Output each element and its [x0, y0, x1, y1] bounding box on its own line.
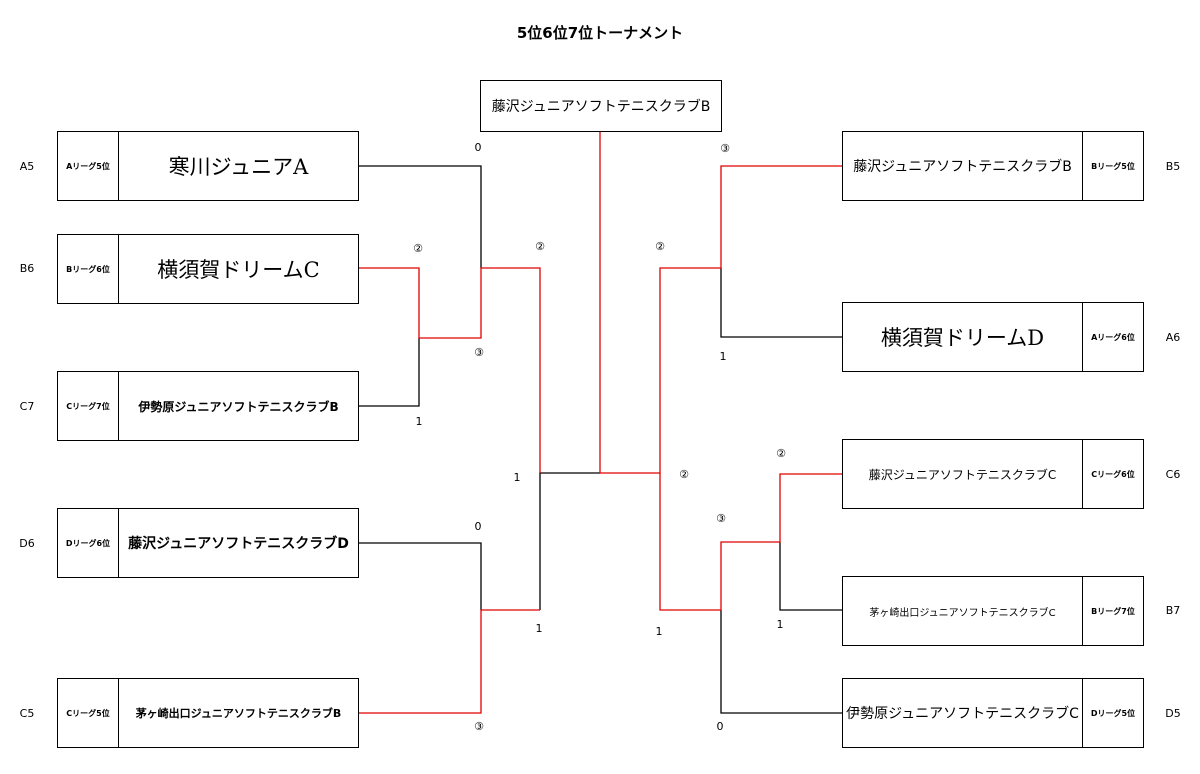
score-right-r1-winner: ③ — [716, 512, 726, 525]
score-right-semi2: 1 — [655, 625, 663, 638]
score-d6: 0 — [474, 520, 482, 533]
rank-label: Bリーグ6位 — [58, 235, 119, 303]
bracket-lines-red — [358, 131, 842, 714]
team-name: 伊勢原ジュニアソフトテニスクラブC — [846, 706, 1079, 722]
score-a6: 1 — [719, 350, 727, 363]
score-left-r1-bottom: 1 — [535, 622, 543, 635]
score-final-right: ② — [679, 468, 689, 481]
score-left-semi1: ② — [535, 240, 545, 253]
team-name: 茅ヶ崎出口ジュニアソフトテニスクラブC — [869, 607, 1056, 619]
rank-label: Cリーグ5位 — [58, 679, 119, 747]
rank-label: Aリーグ5位 — [58, 132, 119, 200]
seed-label-a6: A6 — [1165, 331, 1181, 344]
rank-label: Cリーグ7位 — [58, 372, 119, 440]
seed-label-b5: B5 — [1165, 160, 1181, 173]
team-name: 伊勢原ジュニアソフトテニスクラブB — [138, 399, 339, 414]
seed-label-c5: C5 — [19, 707, 35, 720]
rank-label: Aリーグ6位 — [1082, 303, 1143, 371]
score-c6: ② — [776, 447, 786, 460]
team-name: 横須賀ドリームC — [157, 258, 320, 282]
rank-label: Dリーグ5位 — [1082, 679, 1143, 747]
score-c5: ③ — [474, 720, 484, 733]
seed-label-d5: D5 — [1165, 707, 1181, 720]
score-c7: 1 — [415, 415, 423, 428]
team-name: 藤沢ジュニアソフトテニスクラブB — [853, 159, 1072, 175]
page-title: 5位6位7位トーナメント — [516, 24, 684, 42]
winner-box: 藤沢ジュニアソフトテニスクラブB — [480, 80, 722, 132]
team-box-b7: 茅ヶ崎出口ジュニアソフトテニスクラブC Bリーグ7位 — [842, 576, 1144, 646]
score-b6: ② — [413, 242, 423, 255]
team-name: 藤沢ジュニアソフトテニスクラブC — [868, 467, 1057, 482]
team-box-c6: 藤沢ジュニアソフトテニスクラブC Cリーグ6位 — [842, 439, 1144, 509]
seed-label-c7: C7 — [19, 400, 35, 413]
seed-label-c6: C6 — [1165, 468, 1181, 481]
team-box-d6: Dリーグ6位 藤沢ジュニアソフトテニスクラブD — [57, 508, 359, 578]
rank-label: Dリーグ6位 — [58, 509, 119, 577]
score-d5: 0 — [716, 720, 724, 733]
team-box-c5: Cリーグ5位 茅ヶ崎出口ジュニアソフトテニスクラブB — [57, 678, 359, 748]
score-left-semi2: 1 — [513, 471, 521, 484]
team-box-b6: Bリーグ6位 横須賀ドリームC — [57, 234, 359, 304]
score-left-r1-winner: ③ — [474, 346, 484, 359]
rank-label: Bリーグ7位 — [1082, 577, 1143, 645]
score-b7: 1 — [776, 618, 784, 631]
team-box-d5: 伊勢原ジュニアソフトテニスクラブC Dリーグ5位 — [842, 678, 1144, 748]
team-name: 茅ヶ崎出口ジュニアソフトテニスクラブB — [135, 707, 342, 720]
team-box-c7: Cリーグ7位 伊勢原ジュニアソフトテニスクラブB — [57, 371, 359, 441]
seed-label-b7: B7 — [1165, 604, 1181, 617]
team-name: 寒川ジュニアA — [168, 155, 309, 179]
winner-name: 藤沢ジュニアソフトテニスクラブB — [491, 99, 711, 115]
seed-label-b6: B6 — [19, 262, 35, 275]
team-box-a5: Aリーグ5位 寒川ジュニアA — [57, 131, 359, 201]
team-name: 横須賀ドリームD — [880, 326, 1045, 350]
seed-label-a5: A5 — [19, 160, 35, 173]
team-box-a6: 横須賀ドリームD Aリーグ6位 — [842, 302, 1144, 372]
team-box-b5: 藤沢ジュニアソフトテニスクラブB Bリーグ5位 — [842, 131, 1144, 201]
rank-label: Cリーグ6位 — [1082, 440, 1143, 508]
score-b5: ③ — [720, 142, 730, 155]
team-name: 藤沢ジュニアソフトテニスクラブD — [128, 536, 349, 552]
score-a5: 0 — [474, 141, 482, 154]
rank-label: Bリーグ5位 — [1082, 132, 1143, 200]
score-right-semi1: ② — [655, 240, 665, 253]
seed-label-d6: D6 — [19, 537, 35, 550]
